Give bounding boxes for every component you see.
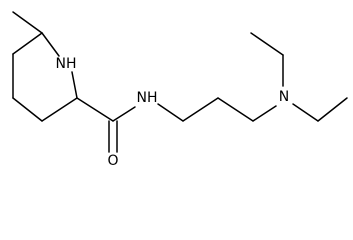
amide-nh-label: NH [137,90,158,106]
bond-c2-ccarbonyl [76,97,114,122]
bond-namide-ca [157,103,184,122]
structure-canvas: NH O NH N [12,11,348,169]
bond-ethyl2-ch2-ch3 [317,97,348,122]
bond-n1-c2 [71,71,78,99]
bond-c3-c2 [41,97,78,122]
bond-c6-c5 [12,32,43,55]
bonds [12,11,348,153]
bond-cc-n [252,105,277,122]
carbonyl-o-label: O [107,153,118,169]
bond-c4-c3 [12,97,43,122]
bond-ethyl1-ch2-ch3 [250,32,284,56]
ring-nh-label: NH [56,56,77,72]
bond-c6-n1 [41,32,60,57]
bond-n-ethyl2-ch2 [292,103,319,122]
bond-ccarbonyl-namide [112,106,136,122]
bond-methyl-c6 [12,11,43,34]
bond-ca-cb [182,97,219,122]
molecule-diagram: NH O NH N [12,11,348,169]
amine-n-label: N [279,89,289,105]
atom-labels: NH O NH N [56,56,290,169]
bond-cb-cc [217,97,254,122]
